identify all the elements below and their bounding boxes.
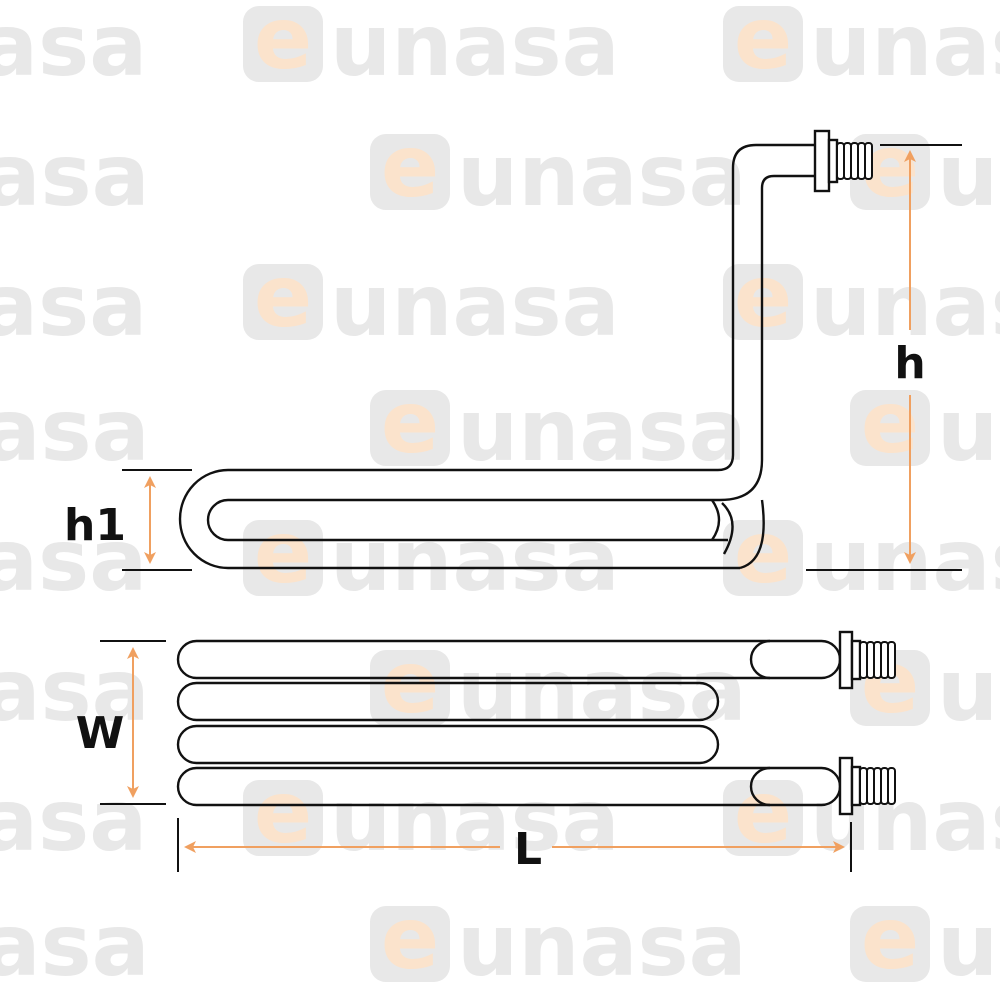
- fitting-collar: [827, 138, 839, 184]
- watermark-text: asa: [0, 771, 147, 871]
- top-view-tube-3: [176, 724, 720, 765]
- watermark-logo: e unasa: [723, 0, 1000, 96]
- svg-text:unasa: unasa: [330, 511, 620, 611]
- watermark-logo: e unasa: [370, 117, 747, 226]
- side-view-inner-loop: [206, 498, 728, 542]
- svg-text:e: e: [254, 247, 312, 347]
- watermark-logo: e unasa: [723, 503, 1000, 611]
- svg-text:unasa: unasa: [330, 256, 620, 356]
- watermark-logo: e unasa: [243, 247, 620, 356]
- svg-text:e: e: [381, 889, 439, 989]
- svg-text:unasa: unasa: [457, 641, 747, 741]
- svg-text:unasa: unasa: [457, 896, 747, 996]
- thread-icon: [859, 641, 896, 679]
- fitting-nut: [838, 630, 854, 690]
- fitting-collar: [850, 639, 862, 681]
- watermark-text: asa: [0, 511, 147, 611]
- top-view-tube-2: [176, 681, 720, 722]
- watermark-logo: e unasa: [243, 763, 620, 871]
- thread-icon: [836, 142, 873, 180]
- side-view-u-bend: [178, 468, 740, 570]
- svg-text:e: e: [861, 889, 919, 989]
- watermark-text: unasa: [0, 641, 150, 741]
- watermark-logo: e unasa: [723, 247, 1000, 356]
- side-view-tube-inner: [228, 174, 815, 502]
- watermark-logo: e un: [850, 373, 1000, 481]
- svg-text:unasa: unasa: [810, 511, 1000, 611]
- svg-text:unasa: unasa: [330, 0, 620, 96]
- svg-text:unasa: unasa: [457, 126, 747, 226]
- dimension-label-W: W: [76, 708, 125, 759]
- svg-text:e: e: [254, 0, 312, 89]
- fitting-nut: [838, 756, 854, 816]
- svg-text:un: un: [937, 896, 1000, 996]
- svg-text:unasa: unasa: [810, 0, 1000, 96]
- svg-text:unasa: unasa: [330, 771, 620, 871]
- watermark-text: unasa: [0, 126, 150, 226]
- watermark-logo: e unasa: [243, 0, 620, 96]
- side-view-loop-end: [721, 502, 734, 555]
- top-view: W L: [76, 630, 896, 875]
- side-view-tube-outer: [228, 143, 815, 472]
- svg-text:e: e: [381, 117, 439, 217]
- svg-text:unasa: unasa: [810, 771, 1000, 871]
- svg-text:un: un: [937, 641, 1000, 741]
- svg-text:e: e: [734, 0, 792, 89]
- fitting-nut: [813, 129, 831, 193]
- dimension-label-h1: h1: [64, 500, 126, 551]
- dimension-label-h: h: [894, 338, 925, 389]
- watermark-text: unasa: [0, 381, 150, 481]
- watermark-logo: e unasa: [370, 633, 747, 741]
- watermark-logo: e unasa: [243, 503, 620, 611]
- side-view-loop-end: [711, 499, 721, 541]
- svg-text:un: un: [937, 126, 1000, 226]
- svg-text:e: e: [254, 503, 312, 603]
- side-view: h h1: [64, 129, 962, 571]
- watermark-logo: e un: [850, 889, 1000, 996]
- svg-text:unasa: unasa: [810, 256, 1000, 356]
- watermark-logo: e unasa: [370, 889, 747, 996]
- top-view-bend: [749, 639, 771, 680]
- watermark-logo: e unasa: [370, 373, 747, 481]
- watermark-text: unasa: [0, 896, 150, 996]
- svg-text:unasa: unasa: [457, 381, 747, 481]
- watermark-text: asa: [0, 0, 147, 96]
- thread-icon: [859, 767, 896, 805]
- fitting-collar: [850, 765, 862, 807]
- top-view-bend: [749, 766, 771, 807]
- dimension-label-L: L: [514, 824, 542, 875]
- watermark-text: asa: [0, 256, 147, 356]
- svg-text:un: un: [937, 381, 1000, 481]
- svg-text:e: e: [381, 373, 439, 473]
- side-view-loop-end: [739, 499, 765, 570]
